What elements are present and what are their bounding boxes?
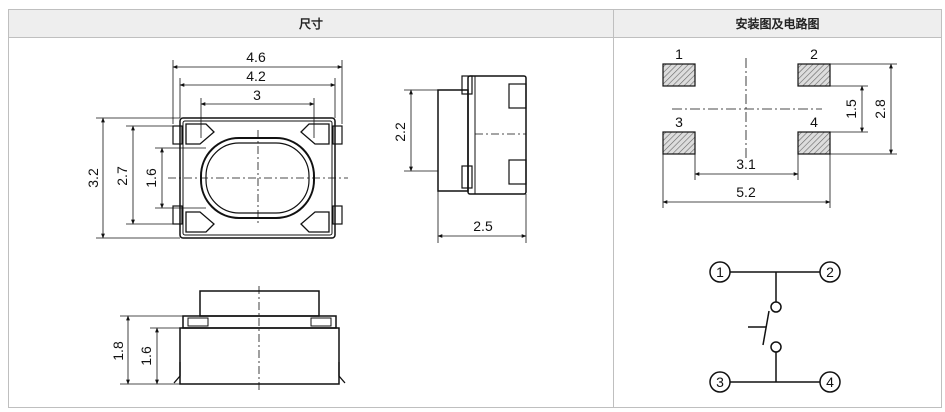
pad-layout-dimensions (662, 63, 897, 208)
circuit-pin-3-label: 3 (716, 374, 724, 390)
pad-overall-height-label: 2.8 (872, 99, 888, 119)
side-view-dimensions (404, 89, 527, 243)
pad-1-label: 1 (675, 46, 683, 62)
top-overall-width-label: 4.6 (246, 49, 266, 65)
top-dome-width-label: 3 (253, 87, 261, 103)
circuit-pin-2 (819, 261, 841, 283)
top-body-width-label: 4.2 (246, 68, 266, 84)
top-view-dimensions (96, 60, 343, 239)
front-view-dimensions (120, 315, 183, 385)
side-depth-label: 2.5 (473, 218, 493, 234)
pad-layout (662, 58, 831, 160)
pad-pitch-vertical-label: 1.5 (843, 99, 859, 119)
front-view (173, 286, 346, 390)
circuit-pin-1 (709, 261, 731, 283)
circuit-pin-1-label: 1 (716, 264, 724, 280)
circuit-diagram (709, 261, 841, 393)
front-body-height-label: 1.6 (138, 346, 154, 366)
top-body-height-label: 2.7 (114, 166, 130, 186)
pad-3 (662, 131, 696, 155)
front-total-height-label: 1.8 (110, 341, 126, 361)
circuit-pin-2-label: 2 (826, 264, 834, 280)
pad-inner-width-label: 3.1 (736, 156, 756, 172)
circuit-pin-4 (819, 371, 841, 393)
pad-4 (797, 131, 831, 155)
circuit-pin-3 (709, 371, 731, 393)
top-view (168, 117, 348, 239)
pad-4-label: 4 (810, 114, 818, 130)
top-dome-height-label: 1.6 (143, 168, 159, 188)
pad-1 (662, 63, 696, 87)
layout-circuit-header: 安装图及电路图 (613, 9, 942, 38)
dimensions-header: 尺寸 (8, 9, 613, 38)
pad-2-label: 2 (810, 46, 818, 62)
top-overall-height-label: 3.2 (85, 168, 101, 188)
side-height-label: 2.2 (392, 122, 408, 142)
pad-3-label: 3 (675, 114, 683, 130)
pad-overall-width-label: 5.2 (736, 184, 756, 200)
circuit-pin-4-label: 4 (826, 374, 834, 390)
side-view (437, 75, 527, 195)
pad-2 (797, 63, 831, 87)
